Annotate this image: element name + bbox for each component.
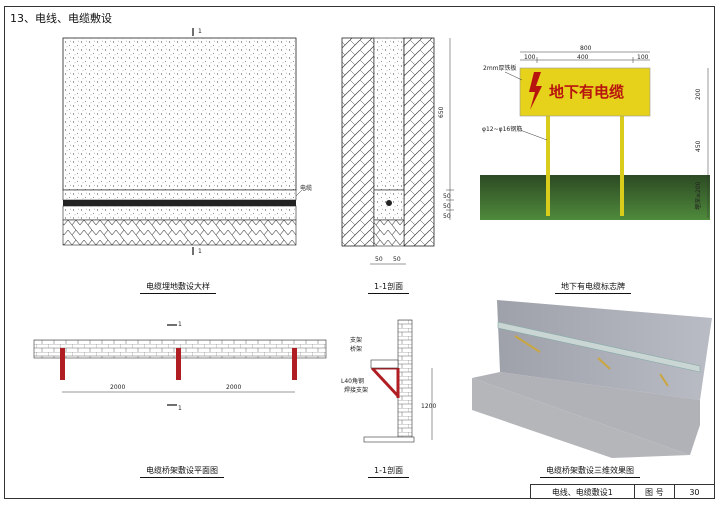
lightning-icon [529,72,542,110]
3d-tray [497,321,701,373]
drawing-frame [4,6,715,499]
section-1-drawing: 650 50 50 50 50 50 [341,37,454,265]
plate-label: 2mm厚铁板 [483,64,517,72]
3d-wall-face [472,372,700,455]
title-block-page: 30 [675,485,716,499]
cable-label: 电缆 [300,184,312,192]
grass-ground [480,175,710,220]
cable-circle [386,200,392,206]
trench-fill [373,37,405,191]
section-mark-bottom: 1 [198,248,202,255]
title-block-label: 图 号 [635,485,675,499]
3d-support [514,335,669,387]
sand-layer [62,189,297,201]
right-post [620,108,624,216]
cable-tray [370,359,399,369]
bracket-post [292,348,297,380]
dim-200: 200 [695,88,702,100]
dim-burial-depth: 埋深≥200 [694,181,702,210]
dim-1200: 1200 [421,403,436,410]
post-label: φ12~φ16钢筋 [482,125,522,133]
caption-bracket-plan: 电缆桥架敷设平面图 [140,465,224,478]
right-wall [403,37,435,247]
marker-sign-illustration: 地下有电缆 800 100 400 100 2mm厚铁板 φ12~φ16钢筋 2… [480,45,710,220]
dim-100a: 100 [524,54,536,61]
base-layer [62,205,297,221]
label-bracket: 支架 [350,336,362,344]
sign-text: 地下有电缆 [549,83,624,101]
bracket-post [60,348,65,380]
angle-bracket [370,366,400,398]
title-block-name: 电线、电缆敷设1 [531,485,635,499]
caption-section-2: 1-1剖面 [368,465,410,478]
dim-800: 800 [580,45,592,52]
caption-burial-detail: 电缆埋地敷设大样 [140,281,216,294]
caption-section-1: 1-1剖面 [368,281,410,294]
dim-450: 450 [695,140,702,152]
dim-50a: 50 [443,193,451,200]
dim-650: 650 [438,106,445,118]
section-2-drawing: 支架 桥架 L40角钢 焊接支架 1200 [341,319,436,443]
trench-soil [373,219,405,247]
left-post [546,108,550,216]
caption-bracket-3d: 电缆桥架敷设三维效果图 [540,465,640,478]
section-mark-top: 1 [198,28,202,35]
caption-marker: 地下有电缆标志牌 [555,281,631,294]
dim-100b: 100 [637,54,649,61]
plan-section-mark-top: 1 [178,321,182,328]
bottom-dim-right: 50 [393,256,401,263]
left-wall [341,37,375,247]
sign-plate [519,67,651,117]
plan-section-mark-bottom: 1 [178,405,182,412]
title-block: 电线、电缆敷设1 图 号 30 [530,484,716,499]
backfill-area [62,37,297,191]
3d-floor [472,378,690,458]
plan-dim-left: 2000 [110,384,125,391]
bracket-plan-drawing: 2000 2000 1 1 [33,321,327,412]
native-soil [62,219,297,246]
label-tray: 桥架 [350,345,362,353]
bracket-post [176,348,181,380]
section-title: 13、电线、电缆敷设 [10,12,112,25]
dim-50c: 50 [443,213,451,220]
brick-wall-section [397,319,413,441]
label-angle-steel: L40角钢 [341,377,364,385]
cable-layer [63,200,296,206]
bottom-dim-left: 50 [375,256,383,263]
dim-400: 400 [577,54,589,61]
plan-dim-right: 2000 [226,384,241,391]
dim-50b: 50 [443,203,451,210]
burial-detail-drawing: 1 1 电缆 [62,28,312,255]
bracket-3d-illustration [472,300,712,458]
floor-line [363,436,415,443]
label-weld: 焊接支架 [344,386,368,394]
